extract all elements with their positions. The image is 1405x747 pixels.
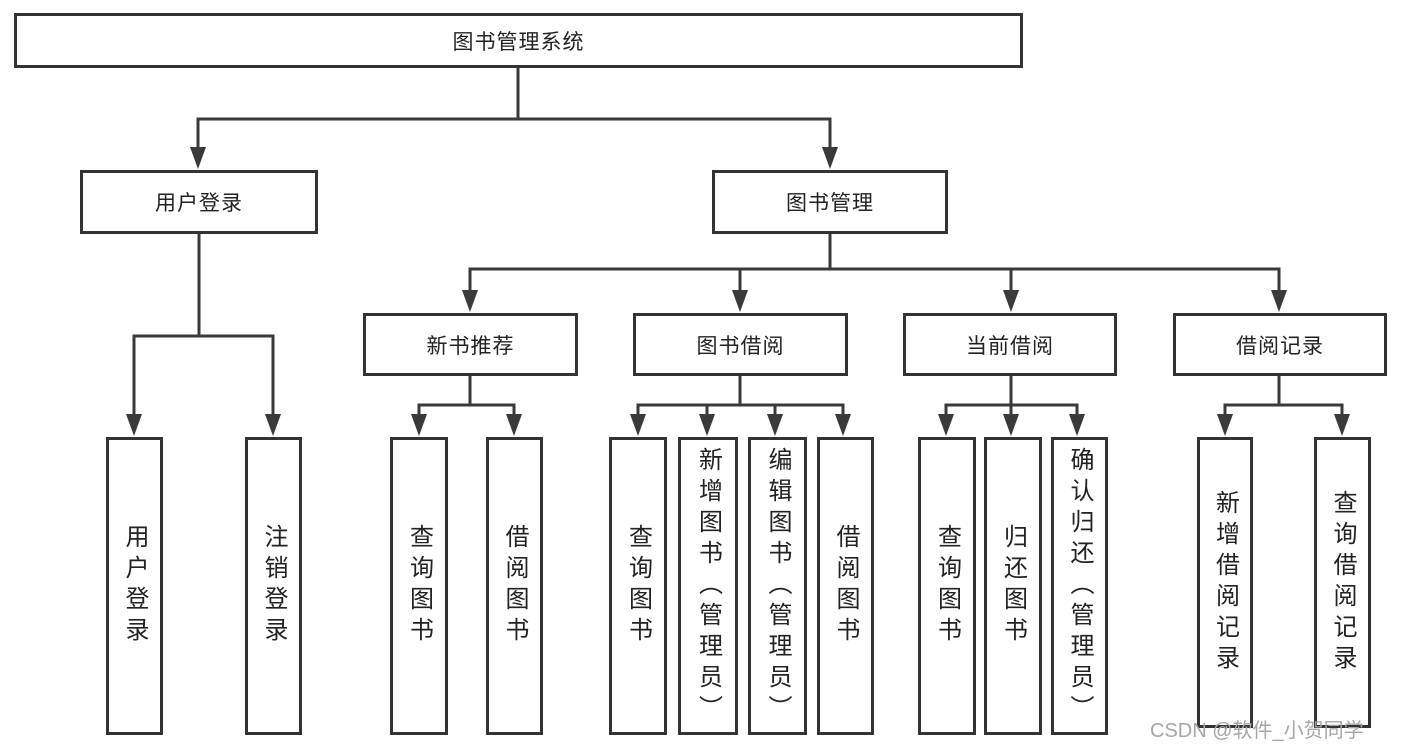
node-book-management-label: 图书管理 xyxy=(786,192,874,215)
node-new-book-recommend-label: 新书推荐 xyxy=(426,334,515,358)
leaf-user-login-label: 用户登录 xyxy=(121,524,148,648)
leaf-add-borrow-record: 新增借阅记录 xyxy=(1197,437,1253,728)
leaf-logout: 注销登录 xyxy=(245,437,302,735)
leaf-borrow-books-1-label: 借阅图书 xyxy=(501,524,528,648)
node-user-login-label: 用户登录 xyxy=(155,192,243,215)
leaf-return-books-label: 归还图书 xyxy=(999,524,1027,648)
node-current-borrow-label: 当前借阅 xyxy=(966,334,1054,358)
node-book-borrow: 图书借阅 xyxy=(633,313,848,376)
leaf-edit-books-admin: 编辑图书（管理员） xyxy=(748,437,807,735)
leaf-add-borrow-record-label: 新增借阅记录 xyxy=(1211,489,1239,676)
leaf-query-books-3: 查询图书 xyxy=(918,437,976,735)
leaf-query-books-3-label: 查询图书 xyxy=(933,524,961,648)
leaf-query-borrow-record: 查询借阅记录 xyxy=(1314,437,1371,728)
node-root-system: 图书管理系统 xyxy=(14,13,1023,68)
csdn-watermark: CSDN @软件_小贺同学 xyxy=(1150,720,1364,742)
leaf-add-books-admin-label: 新增图书（管理员） xyxy=(694,446,722,726)
leaf-query-books-2-label: 查询图书 xyxy=(624,524,652,648)
node-borrow-record-label: 借阅记录 xyxy=(1236,334,1324,358)
leaf-query-books-2: 查询图书 xyxy=(609,437,667,735)
leaf-query-borrow-record-label: 查询借阅记录 xyxy=(1329,489,1356,676)
leaf-borrow-books-2-label: 借阅图书 xyxy=(832,524,859,648)
node-borrow-record: 借阅记录 xyxy=(1173,313,1387,376)
node-current-borrow: 当前借阅 xyxy=(903,313,1117,376)
leaf-return-books: 归还图书 xyxy=(984,437,1042,735)
node-book-borrow-label: 图书借阅 xyxy=(696,334,785,358)
node-book-management: 图书管理 xyxy=(712,170,948,234)
leaf-query-books-1: 查询图书 xyxy=(390,437,448,735)
leaf-logout-label: 注销登录 xyxy=(260,524,287,648)
leaf-borrow-books-2: 借阅图书 xyxy=(817,437,874,735)
leaf-confirm-return-admin-label: 确认归还（管理员） xyxy=(1066,446,1093,726)
node-user-login: 用户登录 xyxy=(80,170,318,234)
leaf-add-books-admin: 新增图书（管理员） xyxy=(678,437,738,735)
leaf-confirm-return-admin: 确认归还（管理员） xyxy=(1051,437,1108,735)
node-new-book-recommend: 新书推荐 xyxy=(363,313,578,376)
leaf-query-books-1-label: 查询图书 xyxy=(405,524,433,648)
node-root-label: 图书管理系统 xyxy=(452,30,585,54)
leaf-user-login: 用户登录 xyxy=(106,437,163,735)
leaf-edit-books-admin-label: 编辑图书（管理员） xyxy=(764,446,791,726)
leaf-borrow-books-1: 借阅图书 xyxy=(486,437,543,735)
